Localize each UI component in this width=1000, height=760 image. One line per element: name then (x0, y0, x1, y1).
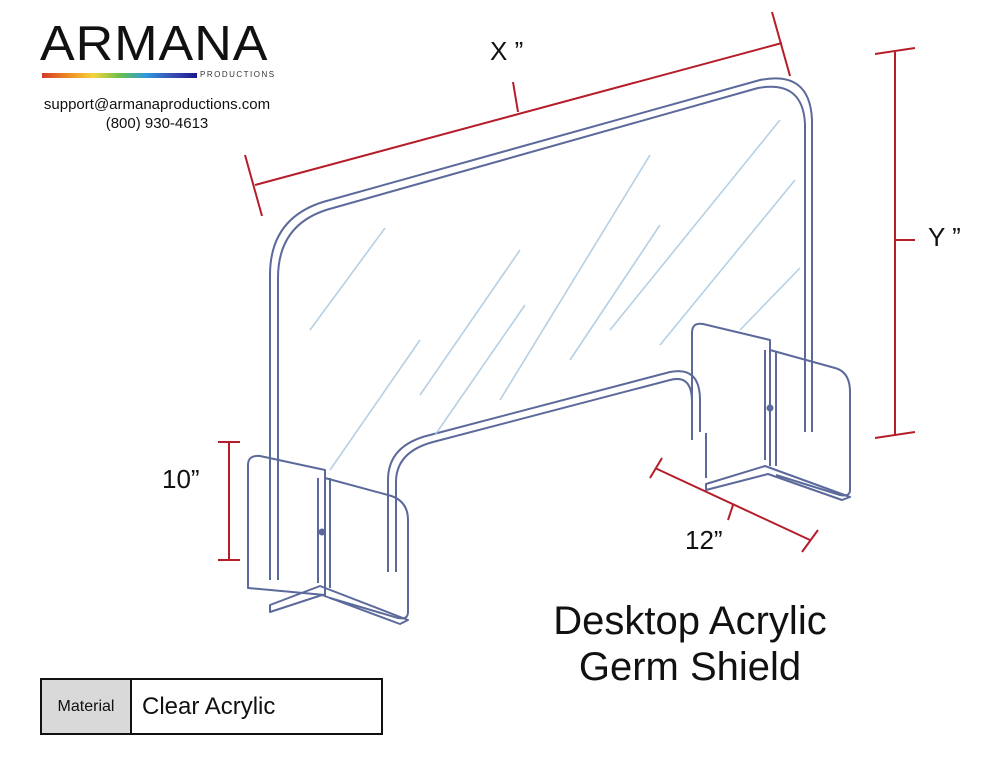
brand-name: ARMANA (40, 16, 269, 72)
dimension-lines (218, 11, 916, 561)
product-title-line2: Germ Shield (578, 645, 802, 689)
brand-subtitle: PRODUCTIONS (200, 70, 276, 79)
foot-height-label: 10” (162, 464, 200, 494)
foot-length-label: 12” (685, 525, 723, 555)
brand-logo: ARMANA PRODUCTIONS (40, 16, 274, 79)
panel-cutout-inner (395, 378, 693, 572)
panel-cutout (387, 370, 701, 572)
glass-reflections (309, 119, 801, 471)
height-label: Y ” (928, 222, 961, 252)
contact-info: support@armanaproductions.com (800) 930-… (22, 95, 292, 133)
width-label: X ” (490, 36, 524, 66)
product-title-line1: Desktop Acrylic (553, 599, 827, 643)
left-foot (247, 454, 409, 625)
right-foot (691, 322, 851, 501)
spec-key: Material (42, 680, 132, 733)
shield-outline (269, 77, 813, 580)
contact-phone: (800) 930-4613 (105, 115, 209, 132)
brand-color-bar (42, 73, 197, 78)
panel-inner-edge (277, 85, 806, 580)
spec-value: Clear Acrylic (142, 692, 276, 720)
product-title: Desktop Acrylic Germ Shield (520, 598, 860, 690)
panel-outer-edge (269, 77, 813, 580)
spec-table: Material Clear Acrylic (40, 678, 383, 735)
contact-email[interactable]: support@armanaproductions.com (43, 96, 271, 113)
